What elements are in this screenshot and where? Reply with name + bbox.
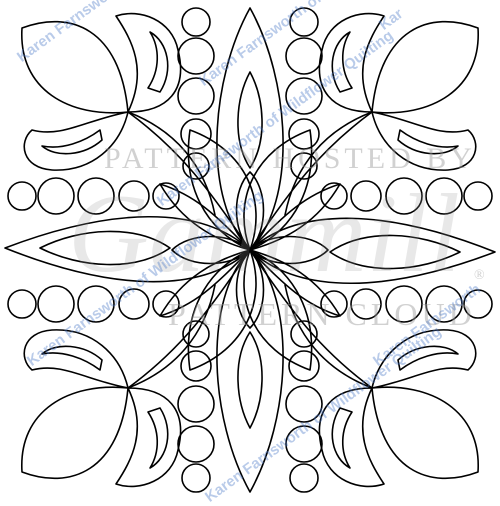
circle-chain-top	[177, 7, 323, 180]
leaf-right	[249, 217, 496, 285]
corner-fleur-top-left	[20, 12, 216, 216]
circle-chain-right	[320, 177, 493, 323]
corner-fleur-bottom-left	[20, 284, 216, 488]
leaf-bottom	[216, 249, 284, 493]
inner-wings	[159, 183, 341, 317]
diagonal-petals	[187, 129, 313, 371]
center-flower	[171, 171, 329, 329]
leaf-left	[4, 215, 251, 283]
circle-chain-bottom	[177, 320, 323, 493]
leaf-top	[216, 7, 284, 251]
corner-fleur-top-right	[284, 12, 480, 216]
corner-fleur-bottom-right	[284, 284, 480, 488]
circle-chain-left	[7, 177, 180, 323]
